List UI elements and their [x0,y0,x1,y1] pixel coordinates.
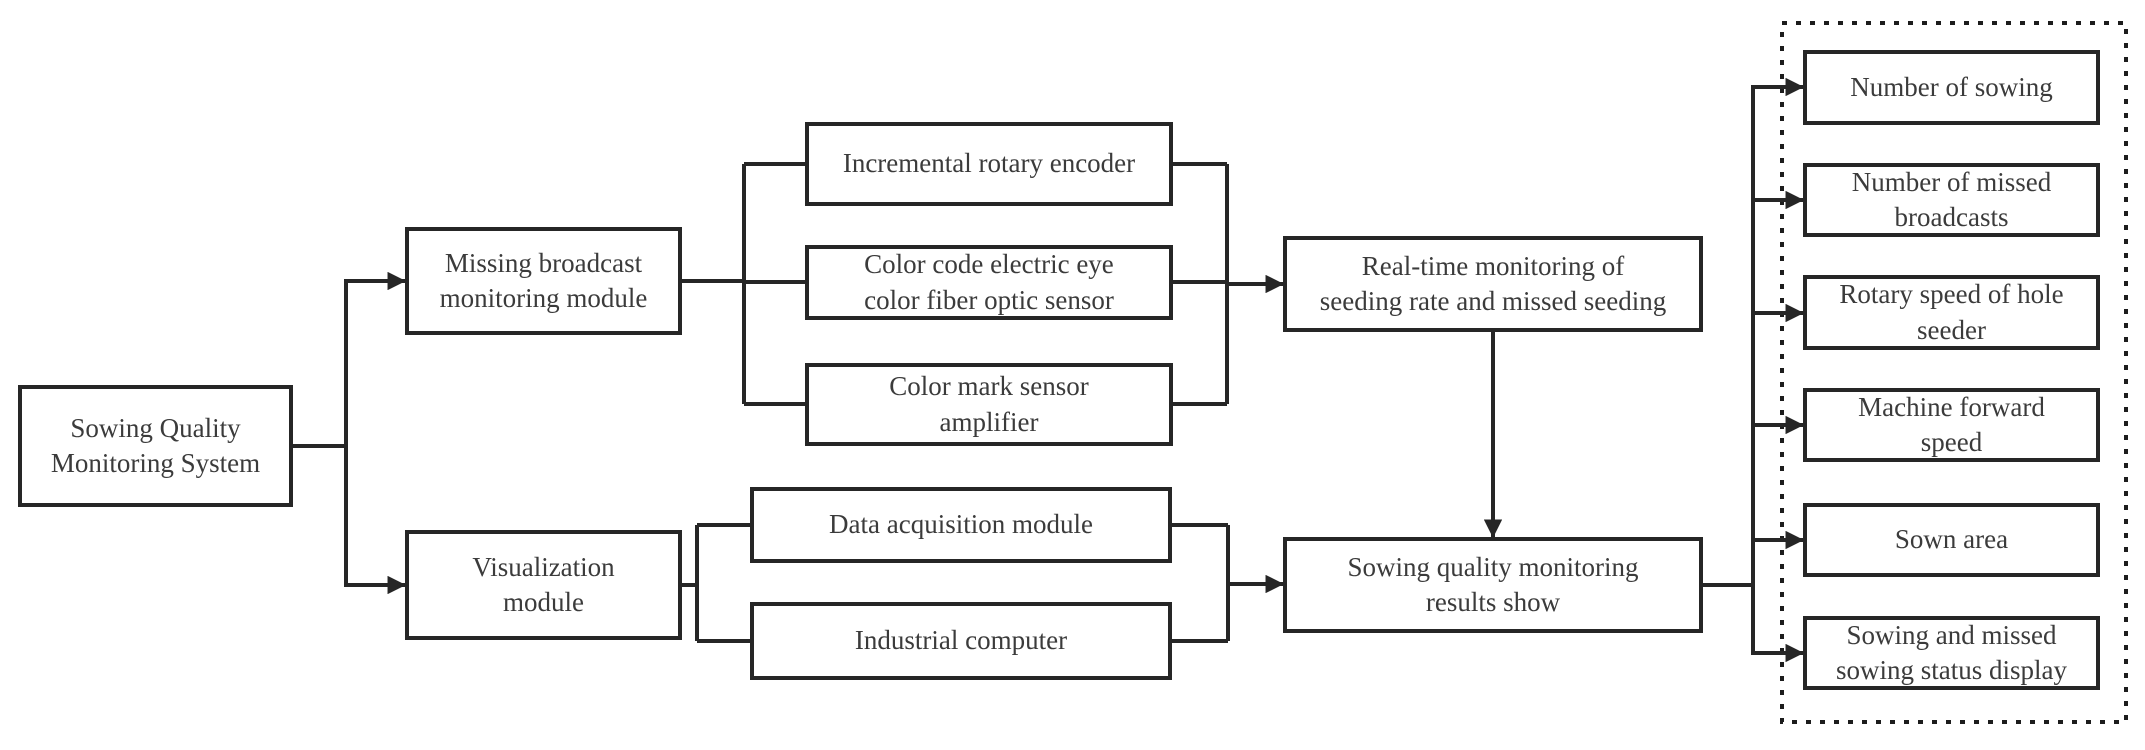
node-color-code-electric-eye-sensor: Color code electric eye color fiber opti… [805,245,1173,320]
node-sowing-status-display: Sowing and missed sowing status display [1803,616,2100,690]
node-missing-broadcast-monitoring-module: Missing broadcast monitoring module [405,227,682,335]
node-machine-forward-speed: Machine forward speed [1803,388,2100,462]
node-industrial-computer: Industrial computer [750,602,1172,680]
node-color-mark-sensor-amplifier: Color mark sensor amplifier [805,363,1173,446]
node-sowing-quality-monitoring-system: Sowing Quality Monitoring System [18,385,293,507]
node-incremental-rotary-encoder: Incremental rotary encoder [805,122,1173,206]
node-rotary-speed-of-hole-seeder: Rotary speed of hole seeder [1803,275,2100,350]
output-panel-dashed-border [1780,21,2128,724]
node-visualization-module: Visualization module [405,530,682,640]
node-number-of-missed-broadcasts: Number of missed broadcasts [1803,163,2100,237]
node-number-of-sowing: Number of sowing [1803,50,2100,125]
connector-arrows [344,77,1804,663]
node-sown-area: Sown area [1803,503,2100,577]
node-data-acquisition-module: Data acquisition module [750,487,1172,563]
node-realtime-monitoring: Real-time monitoring of seeding rate and… [1283,236,1703,332]
node-results-show: Sowing quality monitoring results show [1283,537,1703,633]
